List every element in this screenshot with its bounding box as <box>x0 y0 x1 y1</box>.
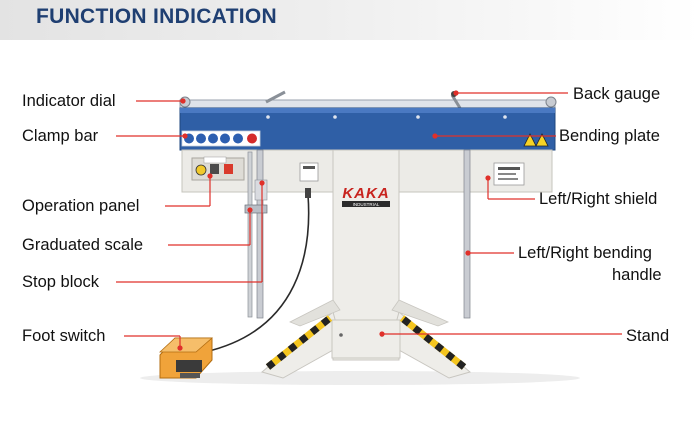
warning-sign-2 <box>535 133 549 147</box>
label-stand: Stand <box>626 327 670 345</box>
brand-logo: KAKA <box>342 185 389 202</box>
indicator-dial-right-shape <box>545 96 557 108</box>
label-left-right-shield: Left/Right shield <box>539 190 658 208</box>
back-gauge-rod-right <box>450 94 462 109</box>
header-band <box>0 0 700 40</box>
hazard-stripe-left <box>265 315 333 370</box>
page-title: FUNCTION INDICATION <box>36 5 277 28</box>
label-foot-switch: Foot switch <box>22 327 106 345</box>
stand-base-rear-left <box>289 299 341 327</box>
right-bending-handle-shape <box>463 149 471 319</box>
stand-base-rear-right <box>391 299 450 327</box>
foot-switch-cable <box>204 194 310 353</box>
label-graduated-scale: Graduated scale <box>22 236 144 254</box>
panel-icons <box>184 133 257 144</box>
label-operation-panel: Operation panel <box>22 197 140 215</box>
hazard-stripe-right <box>399 315 467 370</box>
leader-lines <box>116 90 622 351</box>
label-clamp-bar: Clamp bar <box>22 127 99 145</box>
back-gauge-rod-left <box>265 90 286 104</box>
foot-switch-shape <box>158 337 214 379</box>
stop-block-shape <box>244 204 268 214</box>
label-left-right-bending-handle-line2: handle <box>612 266 662 284</box>
ground-shadow <box>140 371 580 385</box>
label-back-gauge: Back gauge <box>573 85 661 103</box>
label-indicator-dial: Indicator dial <box>22 92 116 110</box>
label-bending-plate: Bending plate <box>559 127 660 145</box>
brand-sub: INDUSTRIAL <box>353 202 380 207</box>
left-bending-handle-shape <box>256 149 264 319</box>
warning-sign-1 <box>523 133 537 147</box>
label-left-right-bending-handle: Left/Right bending <box>518 244 652 262</box>
label-stop-block: Stop block <box>22 273 100 291</box>
center-sticker <box>299 162 319 182</box>
